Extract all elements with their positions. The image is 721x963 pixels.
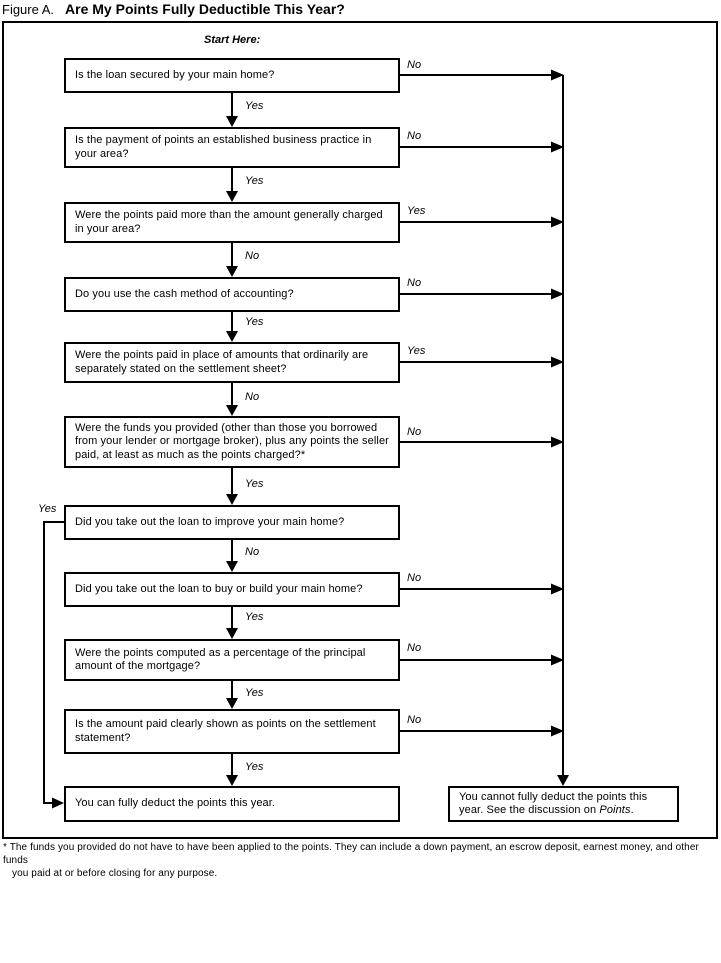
flow-box-q4: Do you use the cash method of accounting…: [64, 277, 400, 312]
flow-box-q2-text: Is the payment of points an established …: [75, 134, 372, 160]
flow-box-result-yes-text: You can fully deduct the points this yea…: [75, 797, 276, 810]
label-q5-down: No: [245, 391, 260, 403]
flow-box-q8: Did you take out the loan to buy or buil…: [64, 572, 400, 607]
flow-box-q6: Were the funds you provided (other than …: [64, 416, 400, 468]
flow-box-result-no: You cannot fully deduct the points this …: [448, 786, 679, 822]
figure-title: Figure A. Are My Points Fully Deductible …: [2, 1, 345, 19]
flow-box-q9: Were the points computed as a percentage…: [64, 639, 400, 681]
flow-box-result-no-text: You cannot fully deduct the points this …: [459, 790, 648, 817]
flow-box-q9-text: Were the points computed as a percentage…: [75, 646, 366, 673]
label-q5-exit: Yes: [407, 345, 426, 357]
arrow-q10-no: [400, 725, 564, 737]
label-q6-exit: No: [407, 426, 422, 438]
label-q10-exit: No: [407, 714, 422, 726]
connector-q9-q10: [226, 681, 238, 709]
label-q9-down: Yes: [245, 687, 264, 699]
line-right-vertical: [557, 75, 569, 786]
flow-box-q3-text: Were the points paid more than the amoun…: [75, 209, 383, 235]
connector-q7-q8: [226, 540, 238, 572]
flow-box-q10-text: Is the amount paid clearly shown as poin…: [75, 718, 376, 744]
flow-box-q3: Were the points paid more than the amoun…: [64, 202, 400, 243]
arrow-q9-no: [400, 654, 564, 666]
connector-q1-q2: [226, 93, 238, 127]
label-q8-down: Yes: [245, 611, 264, 623]
flow-box-q5-text: Were the points paid in place of amounts…: [75, 349, 369, 375]
label-q9-exit: No: [407, 642, 422, 654]
arrow-q1-no: [400, 69, 564, 81]
flow-box-q6-text: Were the funds you provided (other than …: [75, 421, 389, 461]
connector-q2-q3: [226, 168, 238, 202]
figure-title-prefix: Figure A.: [2, 2, 55, 17]
label-q7-down: No: [245, 546, 260, 558]
label-q1-exit: No: [407, 59, 422, 71]
arrow-q7-yes-loop: [43, 521, 64, 809]
arrow-q3-yes: [400, 216, 564, 228]
flow-box-q2: Is the payment of points an established …: [64, 127, 400, 168]
flow-box-q4-text: Do you use the cash method of accounting…: [75, 287, 294, 300]
figure-title-main: Are My Points Fully Deductible This Year…: [65, 1, 345, 17]
label-q8-exit: No: [407, 572, 422, 584]
flow-box-q1-text: Is the loan secured by your main home?: [75, 68, 275, 81]
label-q3-down: No: [245, 250, 260, 262]
flow-box-q5: Were the points paid in place of amounts…: [64, 342, 400, 383]
arrow-q4-no: [400, 288, 564, 300]
connector-q10-result: [226, 754, 238, 786]
label-q4-exit: No: [407, 277, 422, 289]
label-q7-exit: Yes: [38, 503, 57, 515]
connector-q3-q4: [226, 243, 238, 277]
label-q3-exit: Yes: [407, 205, 426, 217]
label-q10-down: Yes: [245, 761, 264, 773]
arrow-q5-yes: [400, 356, 564, 368]
connector-q8-q9: [226, 607, 238, 639]
start-here-label: Start Here:: [204, 34, 261, 46]
connector-q5-q6: [226, 383, 238, 416]
connector-q6-q7: [226, 468, 238, 505]
arrow-q2-no: [400, 141, 564, 153]
label-q1-down: Yes: [245, 100, 264, 112]
label-q4-down: Yes: [245, 316, 264, 328]
flow-box-q8-text: Did you take out the loan to buy or buil…: [75, 582, 363, 595]
footnote: * The funds you provided do not have to …: [3, 841, 719, 880]
flow-box-result-yes: You can fully deduct the points this yea…: [64, 786, 400, 822]
label-q2-exit: No: [407, 130, 422, 142]
footnote-line2: you paid at or before closing for any pu…: [12, 868, 218, 879]
flow-box-q10: Is the amount paid clearly shown as poin…: [64, 709, 400, 754]
arrow-q8-no: [400, 583, 564, 595]
label-q6-down: Yes: [245, 478, 264, 490]
arrow-q6-no: [400, 436, 564, 448]
label-q2-down: Yes: [245, 175, 264, 187]
connector-q4-q5: [226, 312, 238, 342]
flow-box-q7-text: Did you take out the loan to improve you…: [75, 515, 345, 528]
footnote-line1: * The funds you provided do not have to …: [3, 842, 699, 866]
flow-box-q7: Did you take out the loan to improve you…: [64, 505, 400, 540]
figure-border: [2, 21, 718, 839]
flow-box-q1: Is the loan secured by your main home?: [64, 58, 400, 93]
